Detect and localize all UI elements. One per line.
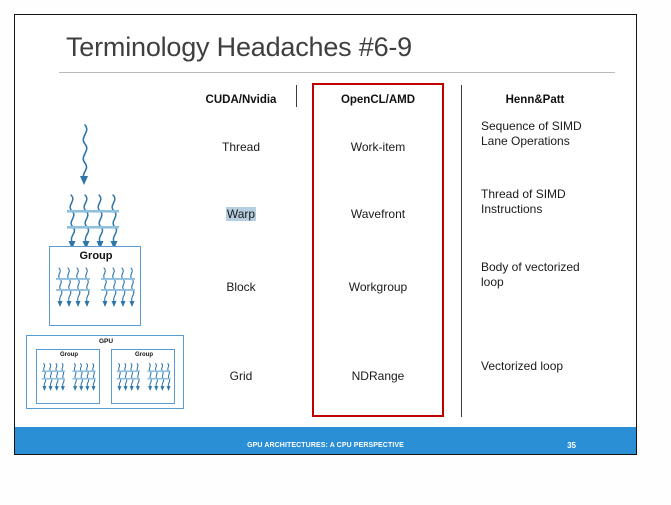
- table-row: Workgroup: [318, 280, 438, 294]
- cell-hennpatt-vectorized: Vectorized loop: [481, 359, 564, 373]
- cell-cuda-block: Block: [226, 280, 256, 294]
- table-row: Wavefront: [318, 207, 438, 221]
- title-divider: [59, 72, 615, 73]
- cell-opencl-ndrange: NDRange: [351, 369, 405, 383]
- group-box-label: Group: [79, 250, 113, 262]
- footer-bar: GPU ARCHITECTURES: A CPU PERSPECTIVE 35: [15, 427, 636, 454]
- slide: Terminology Headaches #6-9 CUDA/Nvidia O…: [14, 14, 637, 455]
- cell-hennpatt-body: Body of vectorized loop: [481, 260, 580, 289]
- gpu-box-label: GPU: [98, 338, 114, 345]
- column-separator-1: [296, 85, 297, 107]
- gpu-inner-group-box-2: Group: [111, 349, 175, 404]
- footer-title: GPU ARCHITECTURES: A CPU PERSPECTIVE: [247, 442, 404, 449]
- cell-hennpatt-thread-simd: Thread of SIMD Instructions: [481, 187, 566, 216]
- cell-cuda-thread: Thread: [221, 140, 261, 154]
- table-row: Block: [181, 280, 301, 294]
- gpu-inner-group-label-2: Group: [135, 352, 153, 358]
- table-row: Sequence of SIMD Lane Operations: [481, 119, 589, 149]
- group-warps-icon: [56, 267, 135, 307]
- gpu-inner-warps-icon-2: [116, 363, 171, 391]
- gpu-inner-warps-icon-1: [41, 363, 96, 391]
- cell-hennpatt-sequence: Sequence of SIMD Lane Operations: [481, 119, 582, 148]
- table-row: Grid: [181, 369, 301, 383]
- cell-cuda-grid: Grid: [229, 369, 253, 383]
- opencl-column-emphasis-box: [312, 83, 444, 417]
- group-box: Group: [49, 246, 141, 326]
- cell-opencl-workgroup: Workgroup: [348, 280, 408, 294]
- gpu-box: GPU Group: [26, 335, 184, 409]
- table-row: Body of vectorized loop: [481, 260, 589, 290]
- warp-diagram: [61, 193, 127, 260]
- gpu-inner-group-label-1: Group: [60, 352, 78, 358]
- footer-page-number: 35: [567, 441, 576, 450]
- warp-arrows-icon: [67, 194, 119, 249]
- cell-opencl-wavefront: Wavefront: [350, 207, 406, 221]
- cell-opencl-workitem: Work-item: [350, 140, 406, 154]
- table-row: Vectorized loop: [481, 359, 589, 374]
- table-row: NDRange: [318, 369, 438, 383]
- column-separator-2: [461, 85, 462, 417]
- thread-diagram: [67, 123, 107, 194]
- table-row: Warp: [181, 207, 301, 221]
- table-row: Thread of SIMD Instructions: [481, 187, 589, 217]
- cell-cuda-warp: Warp: [225, 207, 257, 221]
- column-header-cuda: CUDA/Nvidia: [205, 94, 277, 106]
- gpu-inner-group-box-1: Group: [36, 349, 100, 404]
- column-header-opencl: OpenCL/AMD: [340, 94, 416, 106]
- table-row: Thread: [181, 140, 301, 154]
- single-thread-arrow-icon: [80, 124, 88, 185]
- table-row: Work-item: [318, 140, 438, 154]
- column-header-hennpatt: Henn&Patt: [505, 94, 565, 106]
- page-title: Terminology Headaches #6-9: [66, 32, 412, 62]
